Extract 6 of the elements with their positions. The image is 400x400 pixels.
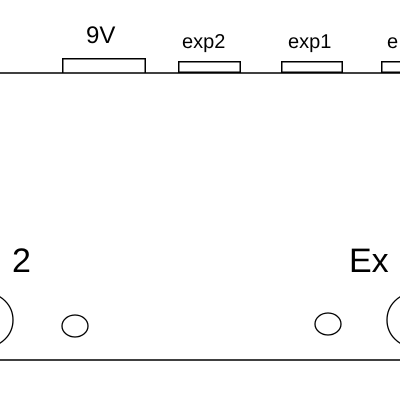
footswitch-label: Ex [349, 244, 389, 278]
jack-label: 9V [86, 24, 116, 48]
jack-label: exp2 [182, 32, 226, 52]
footswitch-label: 2 [12, 244, 31, 278]
jack-label: exp1 [288, 32, 332, 52]
jack-label: e [387, 32, 398, 52]
